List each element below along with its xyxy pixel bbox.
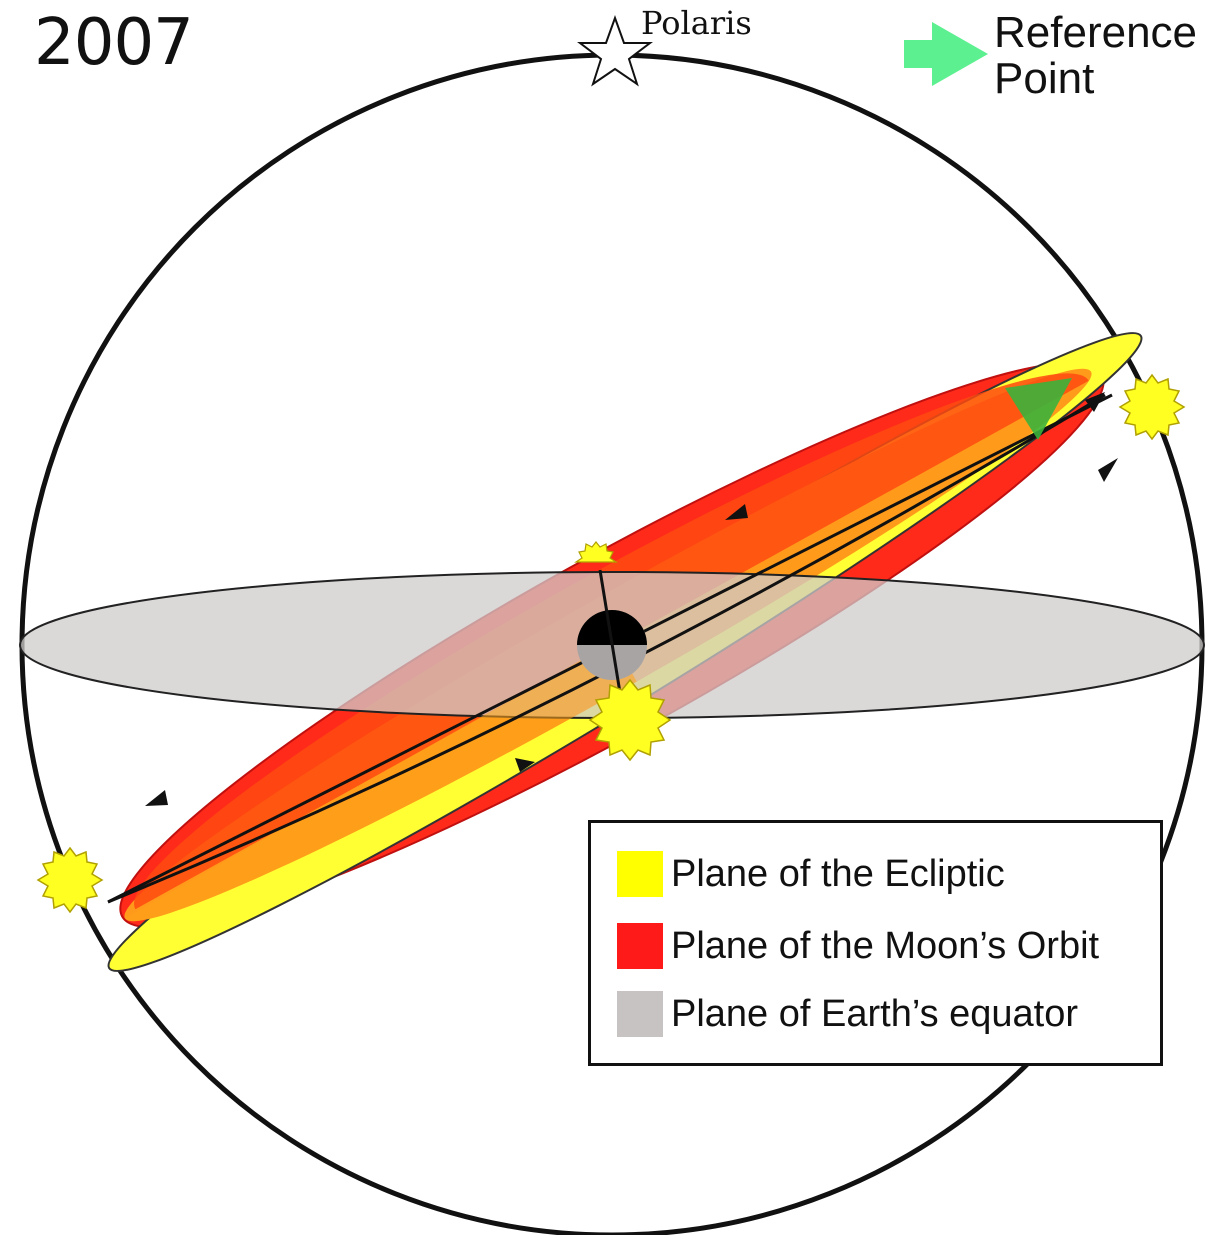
reference-point-line1: Reference xyxy=(994,8,1198,57)
orbit-arrow xyxy=(725,504,748,520)
yellow-swatch xyxy=(617,851,663,897)
sun-icon xyxy=(36,846,104,914)
orbit-arrow xyxy=(1098,458,1118,482)
legend-label: Plane of the Ecliptic xyxy=(671,852,1005,895)
reference-arrow-icon xyxy=(904,22,988,86)
sun-icon xyxy=(588,678,672,762)
gray-swatch xyxy=(617,991,663,1037)
legend-label: Plane of Earth’s equator xyxy=(671,992,1079,1035)
sun-icon xyxy=(574,541,618,563)
orbit-arrow xyxy=(145,790,168,806)
legend-item-ecliptic: Plane of the Ecliptic xyxy=(617,851,1005,897)
legend-item-equator: Plane of Earth’s equator xyxy=(617,991,1078,1037)
reference-point-line2: Point xyxy=(994,54,1095,103)
sun-icon xyxy=(1118,373,1186,441)
red-swatch xyxy=(617,923,663,969)
legend: Plane of the Ecliptic Plane of the Moon’… xyxy=(588,820,1163,1066)
orbit-arrow xyxy=(1085,392,1105,412)
orbit-arrow xyxy=(515,758,535,772)
reference-point-marker xyxy=(1005,378,1072,440)
legend-label: Plane of the Moon’s Orbit xyxy=(671,924,1100,967)
earth-icon xyxy=(577,569,647,706)
year-label: 2007 xyxy=(34,6,194,80)
polaris-label: Polaris xyxy=(641,4,752,42)
reference-point-label: Reference Point xyxy=(994,10,1197,102)
polaris-star-icon xyxy=(577,15,653,87)
legend-item-moon-orbit: Plane of the Moon’s Orbit xyxy=(617,923,1099,969)
